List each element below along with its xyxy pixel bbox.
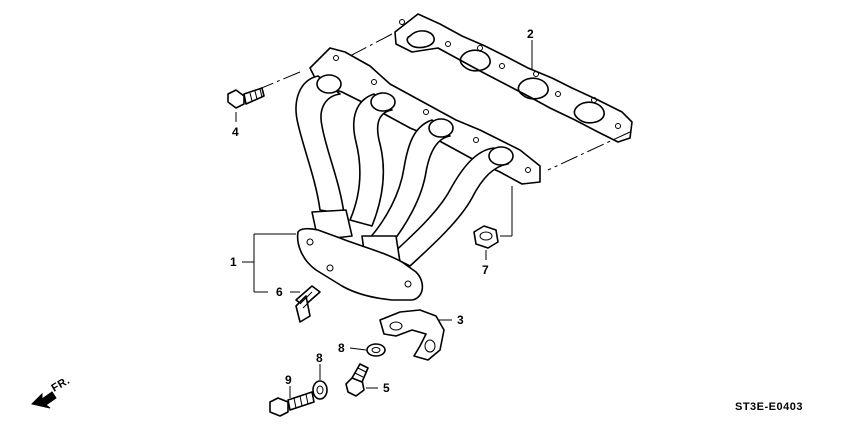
callout-8-upper: 8 xyxy=(338,341,345,355)
callout-1: 1 xyxy=(230,255,237,269)
callout-8-lower: 8 xyxy=(316,351,323,365)
self-lock-nut[interactable] xyxy=(473,225,499,249)
stud-bolt[interactable] xyxy=(295,285,321,323)
callout-2: 2 xyxy=(527,27,534,41)
washer-lower[interactable] xyxy=(312,380,328,400)
washer-upper[interactable] xyxy=(366,343,386,357)
manifold-bracket[interactable] xyxy=(379,309,445,361)
exhaust-manifold[interactable] xyxy=(295,47,541,301)
front-label: FR. xyxy=(50,375,73,395)
leader-lines xyxy=(235,40,533,398)
callout-4: 4 xyxy=(232,125,239,139)
callout-9: 9 xyxy=(285,373,292,387)
bolt-5[interactable] xyxy=(345,363,369,397)
callout-7: 7 xyxy=(482,263,489,277)
callout-5: 5 xyxy=(383,381,390,395)
diagram-code: ST3E-E0403 xyxy=(735,401,803,413)
callout-3: 3 xyxy=(457,313,464,327)
front-arrow-icon xyxy=(31,391,57,409)
manifold-gasket[interactable] xyxy=(394,13,633,143)
callout-6: 6 xyxy=(276,285,283,299)
bolt-9[interactable] xyxy=(269,391,315,417)
bolt-4[interactable] xyxy=(227,87,265,109)
